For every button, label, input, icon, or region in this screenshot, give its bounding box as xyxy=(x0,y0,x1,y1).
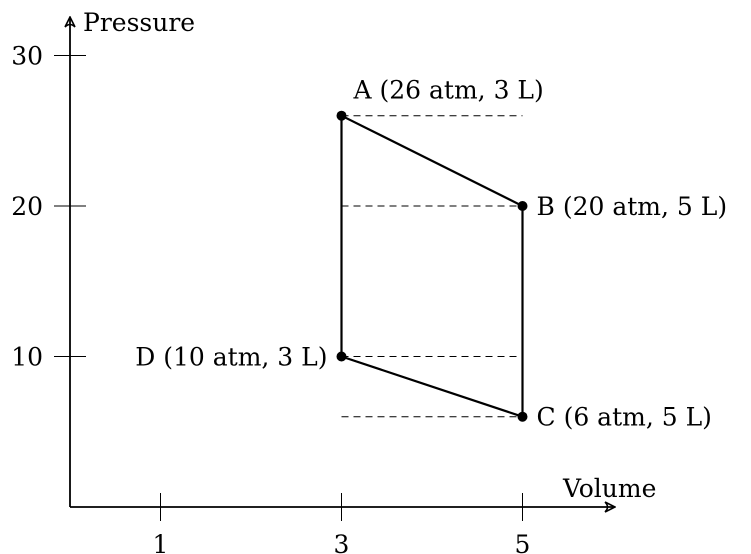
y-tick-label-30: 30 xyxy=(11,42,43,71)
y-tick-label-20: 20 xyxy=(11,192,43,221)
x-tick-label-5: 5 xyxy=(515,530,531,554)
reference-lines-layer xyxy=(341,115,523,418)
pv-cycle-path xyxy=(340,114,524,419)
cycle-layer xyxy=(340,114,524,419)
y-axis-label: Pressure xyxy=(83,8,195,37)
y-tick-label-10: 10 xyxy=(11,343,43,372)
ticks-layer: 1 3 5 10 20 30 xyxy=(11,42,530,554)
point-b xyxy=(517,201,528,211)
point-label-a: A (26 atm, 3 L) xyxy=(353,76,544,105)
point-a xyxy=(336,110,347,121)
points-layer xyxy=(336,110,528,422)
point-label-b: B (20 atm, 5 L) xyxy=(537,192,728,221)
x-tick-label-3: 3 xyxy=(334,530,350,554)
point-c xyxy=(517,411,528,422)
labels-layer: A (26 atm, 3 L) B (20 atm, 5 L) C (6 atm, … xyxy=(135,76,727,432)
point-d xyxy=(336,351,347,362)
x-tick-label-1: 1 xyxy=(153,530,169,554)
x-axis-label: Volume xyxy=(562,474,656,503)
point-label-d: D (10 atm, 3 L) xyxy=(135,343,327,372)
point-label-c: C (6 atm, 5 L) xyxy=(537,403,712,432)
